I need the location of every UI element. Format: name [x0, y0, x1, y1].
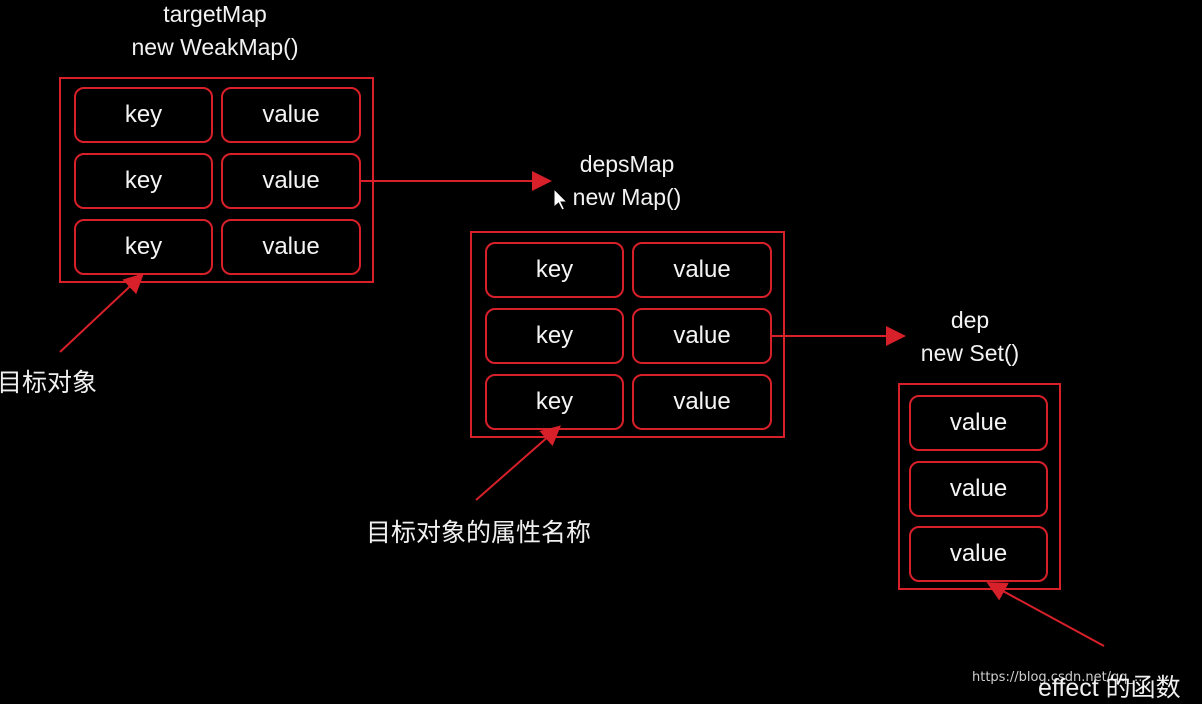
note-effect-function: effect 的函数 — [1038, 674, 1181, 702]
dep-name: dep — [950, 307, 990, 333]
dep-ctor: new Set() — [920, 340, 1020, 366]
arrow-note-effect — [986, 582, 1105, 647]
arrow-note-property-name — [475, 425, 562, 501]
targetmap-frame — [59, 77, 374, 283]
targetmap-key-1: key — [74, 87, 213, 143]
dep-frame — [898, 383, 1061, 590]
depsmap-frame — [470, 231, 785, 438]
dep-title: dep new Set() — [890, 304, 1050, 370]
depsmap-ctor: new Map() — [572, 184, 682, 210]
depsmap-key-2: key — [485, 308, 624, 364]
depsmap-title: depsMap new Map() — [527, 148, 727, 214]
targetmap-key-2: key — [74, 153, 213, 209]
dep-value-1: value — [909, 395, 1048, 451]
targetmap-value-2: value — [221, 153, 361, 209]
targetmap-value-3: value — [221, 219, 361, 275]
depsmap-key-3: key — [485, 374, 624, 430]
targetmap-key-3: key — [74, 219, 213, 275]
mouse-cursor-icon — [553, 188, 569, 211]
dep-value-2: value — [909, 461, 1048, 517]
arrow-note-target-object — [59, 273, 144, 353]
depsmap-name: depsMap — [579, 151, 675, 177]
note-target-object: 目标对象 — [0, 369, 98, 397]
depsmap-key-1: key — [485, 242, 624, 298]
depsmap-value-2: value — [632, 308, 772, 364]
targetmap-name: targetMap — [163, 1, 267, 27]
targetmap-title: targetMap new WeakMap() — [100, 0, 330, 64]
note-property-name: 目标对象的属性名称 — [366, 519, 592, 547]
targetmap-ctor: new WeakMap() — [131, 34, 299, 60]
watermark-url: https://blog.csdn.net/qq_... — [972, 670, 1147, 685]
dep-value-3: value — [909, 526, 1048, 582]
depsmap-value-1: value — [632, 242, 772, 298]
depsmap-value-3: value — [632, 374, 772, 430]
targetmap-value-1: value — [221, 87, 361, 143]
